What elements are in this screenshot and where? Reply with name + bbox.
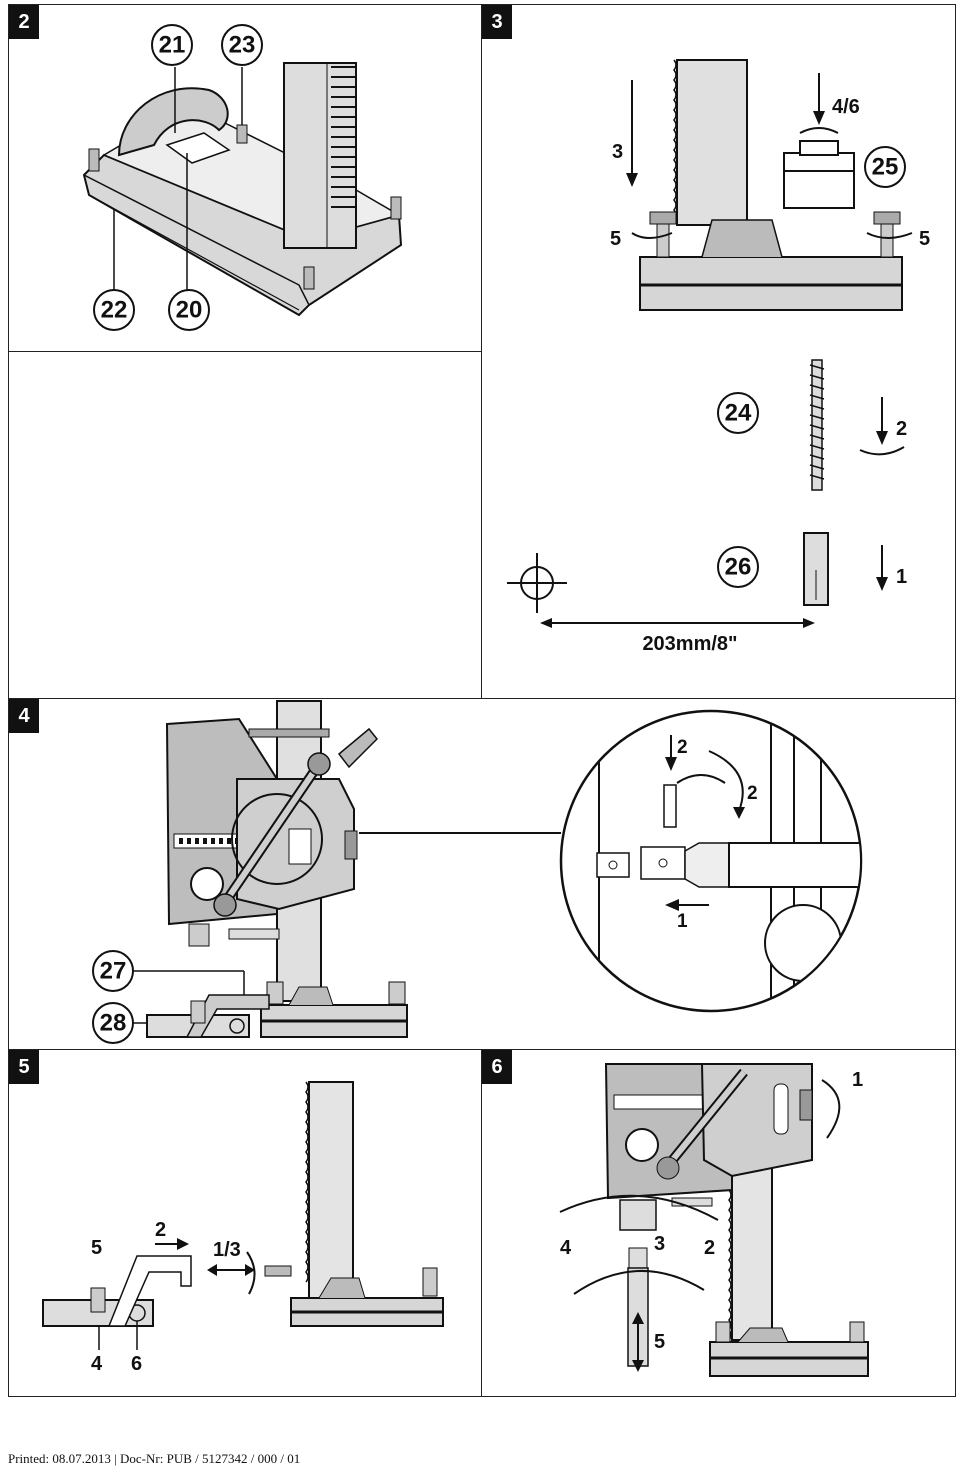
step-4: 4	[560, 1237, 572, 1259]
step-4-6: 4/6	[832, 96, 860, 118]
figure-number: 6	[482, 1050, 512, 1084]
figure-2-drawing: 21 23 22 20	[82, 24, 403, 331]
step-2b: 2	[747, 783, 758, 804]
callout-21: 21	[151, 24, 193, 66]
figure-number: 5	[9, 1050, 39, 1084]
step-5b: 5	[919, 228, 930, 250]
callout-23: 23	[221, 24, 263, 66]
figure-3-drawing: 3 4/6 5 5 25 24 2 26 1 203mm/8"	[507, 59, 930, 655]
figure-5-panel: 5 5 2 1/3 4 6	[8, 1049, 482, 1397]
svg-text:23: 23	[229, 32, 256, 59]
step-2a: 2	[677, 737, 688, 758]
svg-text:28: 28	[100, 1010, 127, 1037]
print-footer: Printed: 08.07.2013 | Doc-Nr: PUB / 5127…	[8, 1451, 301, 1466]
figure-5-drawing: 5 2 1/3 4 6	[42, 1081, 444, 1375]
step-4: 4	[91, 1353, 103, 1375]
step-3: 3	[612, 141, 623, 163]
figure-3-panel: 3 3 4/6 5 5 25 24 2	[481, 4, 956, 699]
callout-20: 20	[168, 289, 210, 331]
dimension-label: 203mm/8"	[642, 633, 737, 655]
step-1: 1	[896, 566, 907, 588]
figure-4-drawing: 27 28 2 2 1	[92, 700, 863, 1044]
figure-6-panel: 6 1 4 3 2 5	[481, 1049, 956, 1397]
step-5a: 5	[610, 228, 621, 250]
callout-26: 26	[717, 546, 759, 588]
step-2: 2	[155, 1219, 166, 1241]
svg-text:22: 22	[101, 297, 128, 324]
callout-22: 22	[93, 289, 135, 331]
step-2: 2	[704, 1237, 715, 1259]
step-5: 5	[654, 1331, 665, 1353]
step-6: 6	[131, 1353, 142, 1375]
callout-28: 28	[92, 1002, 134, 1044]
callout-24: 24	[717, 392, 759, 434]
svg-text:21: 21	[159, 32, 186, 59]
figure-2-panel: 2 21 23 22 20	[8, 4, 482, 352]
step-3: 3	[654, 1233, 665, 1255]
svg-text:20: 20	[176, 297, 203, 324]
svg-text:27: 27	[100, 958, 127, 985]
svg-text:26: 26	[725, 554, 752, 581]
figure-number: 3	[482, 5, 512, 39]
callout-25: 25	[864, 146, 906, 188]
figure-number: 2	[9, 5, 39, 39]
step-1-3: 1/3	[213, 1239, 241, 1261]
figure-number: 4	[9, 699, 39, 733]
step-5: 5	[91, 1237, 102, 1259]
figure-4-panel: 4 27	[8, 698, 956, 1050]
svg-text:25: 25	[872, 154, 899, 181]
callout-27: 27	[92, 950, 134, 992]
blank-panel	[8, 351, 482, 699]
figure-6-drawing: 1 4 3 2 5	[559, 1063, 869, 1377]
step-1: 1	[677, 911, 688, 932]
step-1: 1	[852, 1069, 863, 1091]
step-2: 2	[896, 418, 907, 440]
svg-text:24: 24	[725, 400, 752, 427]
